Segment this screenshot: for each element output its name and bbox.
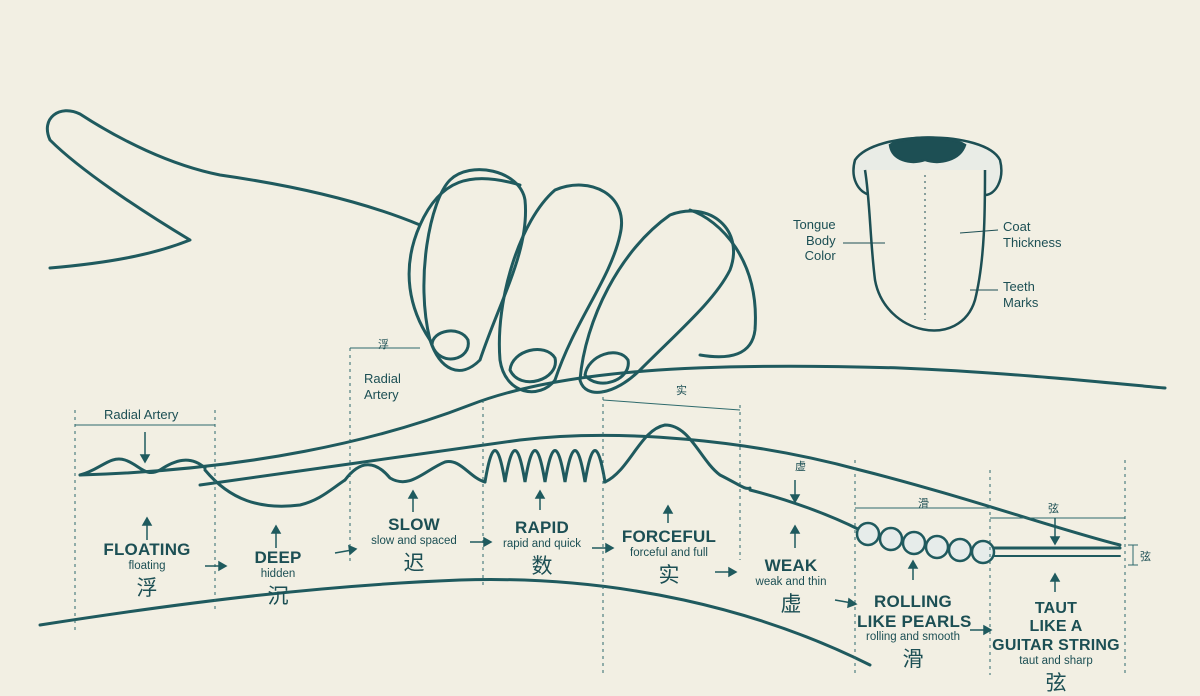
pulse-rolling: ROLLING LIKE PEARLS rolling and smooth 滑 bbox=[857, 592, 972, 672]
pulse-desc: rapid and quick bbox=[503, 537, 581, 550]
pulse-deep: DEEP hidden 沉 bbox=[230, 548, 326, 608]
pulse-name: FLOATING bbox=[103, 540, 191, 559]
nail-3 bbox=[583, 351, 630, 385]
hand-back bbox=[688, 208, 757, 359]
pearl bbox=[970, 539, 996, 565]
radial-artery-top-label: Radial Artery bbox=[104, 407, 179, 422]
pearl bbox=[901, 530, 927, 556]
thumb-outline bbox=[45, 109, 522, 270]
pulse-cn: 弦 bbox=[1045, 671, 1067, 696]
pulse-name: WEAK bbox=[764, 556, 818, 575]
artery-deep bbox=[203, 468, 347, 508]
pulse-rapid: RAPID rapid and quick 数 bbox=[487, 518, 597, 578]
xian-side-marker: 弦 bbox=[1140, 550, 1151, 563]
xu-marker: 虚 bbox=[795, 460, 806, 473]
pulse-cn: 数 bbox=[531, 553, 553, 578]
pearl bbox=[924, 534, 950, 560]
shi-marker: 实 bbox=[676, 384, 687, 397]
artery-rapid bbox=[483, 449, 607, 484]
pearl bbox=[947, 537, 973, 563]
forearm-top bbox=[78, 364, 1167, 477]
pulse-weak: WEAK weak and thin 虚 bbox=[741, 556, 841, 616]
finger-2 bbox=[497, 183, 623, 394]
pulse-desc: hidden bbox=[260, 567, 296, 580]
pulse-diagram: { "labels": { "radial_artery_top": "Radi… bbox=[38, 109, 1167, 695]
artery-weak bbox=[748, 488, 862, 532]
pulse-cn: 虚 bbox=[780, 591, 802, 616]
artery-slow bbox=[343, 460, 487, 484]
pulse-desc: floating bbox=[128, 559, 166, 572]
radial-artery-side-label: Radial Artery bbox=[364, 371, 401, 402]
teeth-marks-label: Teeth Marks bbox=[1003, 279, 1039, 310]
xian-marker: 弦 bbox=[1048, 502, 1059, 515]
artery-floating bbox=[78, 457, 207, 477]
pulse-desc: weak and thin bbox=[755, 575, 827, 588]
pulse-name: DEEP bbox=[254, 548, 302, 567]
nail-1 bbox=[430, 329, 470, 361]
finger-3 bbox=[578, 209, 736, 394]
pearl bbox=[855, 521, 881, 547]
artery-forceful bbox=[603, 423, 752, 490]
pulse-name: ROLLING LIKE PEARLS bbox=[857, 592, 972, 631]
illustration bbox=[38, 109, 1167, 675]
forearm-mid bbox=[198, 433, 1122, 547]
pulse-desc: taut and sharp bbox=[1019, 655, 1093, 668]
pulse-name: FORCEFUL bbox=[621, 527, 717, 546]
pulse-cn: 实 bbox=[658, 562, 680, 587]
pulse-slow: SLOW slow and spaced 迟 bbox=[360, 515, 468, 575]
pulse-desc: forceful and full bbox=[630, 546, 708, 559]
pulse-desc: rolling and smooth bbox=[866, 631, 960, 644]
pearls-group bbox=[855, 521, 996, 565]
pulse-cn: 浮 bbox=[136, 575, 158, 600]
pulse-name: TAUT LIKE A GUITAR STRING bbox=[992, 600, 1120, 654]
fu-marker: 浮 bbox=[378, 338, 389, 351]
pulse-name: RAPID bbox=[515, 518, 569, 537]
coat-thickness-label: Coat Thickness bbox=[1003, 219, 1062, 250]
pulse-forceful: FORCEFUL forceful and full 实 bbox=[613, 527, 725, 587]
finger-1 bbox=[422, 168, 528, 372]
pulse-desc: slow and spaced bbox=[371, 534, 457, 547]
tongue-body-color-label: Tongue Body Color bbox=[793, 217, 836, 264]
pearl bbox=[878, 526, 904, 552]
pulse-floating: FLOATING floating 浮 bbox=[95, 540, 199, 600]
pulse-cn: 滑 bbox=[902, 647, 924, 672]
forearm-bottom bbox=[38, 578, 872, 667]
pulse-name: SLOW bbox=[388, 515, 440, 534]
pulse-cn: 迟 bbox=[403, 550, 425, 575]
pulse-taut: TAUT LIKE A GUITAR STRING taut and sharp… bbox=[990, 600, 1122, 696]
pulse-cn: 沉 bbox=[267, 583, 289, 608]
tongue-illustration bbox=[843, 136, 1003, 332]
nail-2 bbox=[508, 348, 557, 384]
palm-outline bbox=[407, 223, 432, 342]
hua-marker: 滑 bbox=[918, 497, 929, 510]
